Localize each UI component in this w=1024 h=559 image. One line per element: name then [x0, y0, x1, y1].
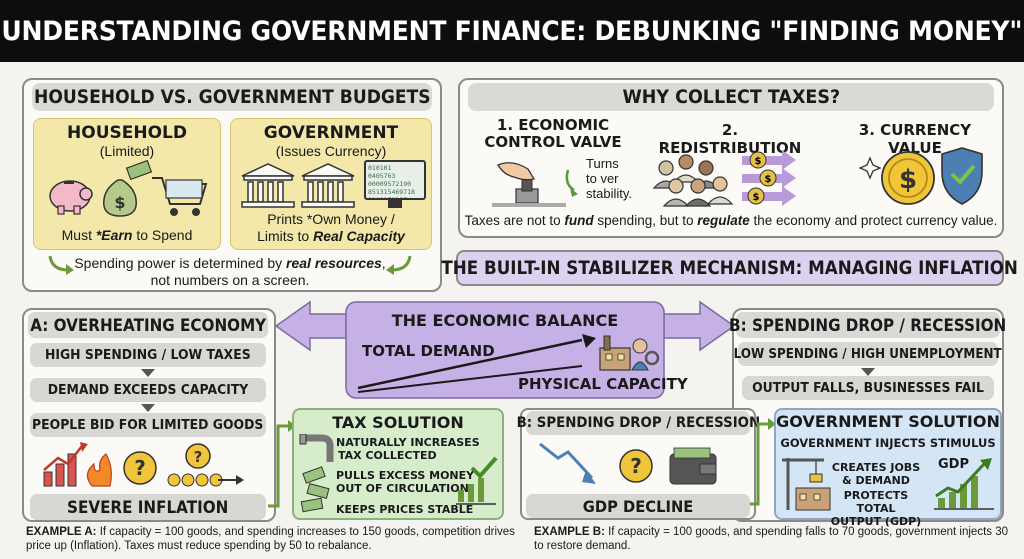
svg-text:$: $	[755, 156, 762, 167]
government-caption: Prints *Own Money / Limits to Real Capac…	[257, 211, 405, 244]
bank-buildings-icon	[241, 163, 355, 208]
gov-solution-heading: GOVERNMENT SOLUTION	[776, 412, 1000, 431]
svg-text:$: $	[114, 193, 125, 212]
household-icons: $	[49, 160, 208, 217]
pipe-money-icon	[299, 434, 334, 513]
digital-screen: 010101 0405763 00009572190 851315469718 …	[364, 160, 426, 200]
recession-step-2: OUTPUT FALLS, BUSINESSES FAIL	[742, 376, 994, 400]
overheating-step-3: PEOPLE BID FOR LIMITED GOODS	[30, 413, 266, 437]
svg-text:?: ?	[134, 456, 146, 480]
crane-factory-icon	[782, 458, 831, 511]
recession-step-1: LOW SPENDING / HIGH UNEMPLOYMENT	[734, 342, 1002, 366]
curved-arrow-left-icon	[48, 255, 74, 275]
balance-title: THE ECONOMIC BALANCE	[391, 311, 619, 330]
valve-hand-icon	[492, 162, 566, 207]
severe-inflation-result: SEVERE INFLATION	[30, 494, 266, 520]
falling-arrow-icon	[539, 442, 596, 484]
physical-capacity-label: PHYSICAL CAPACITY	[518, 375, 688, 393]
government-subtitle: (Issues Currency)	[275, 143, 387, 159]
piggy-bank-icon	[49, 180, 93, 215]
svg-text:$: $	[899, 165, 917, 195]
tax-item-redistribution: 2. REDISTRIBUTION	[658, 121, 802, 157]
svg-text:$: $	[765, 174, 772, 185]
tax-solution-item-2: PULLS EXCESS MONEY OUT OF CIRCULATION	[336, 469, 475, 495]
redistribution-arrows-icon: $ $ $	[742, 150, 796, 206]
gov-solution-item-2: PROTECTS TOTAL OUTPUT (GDP)	[830, 489, 922, 528]
stabilizer-heading: THE BUILT-IN STABILIZER MECHANISM: MANAG…	[442, 250, 1018, 286]
rising-bars-fire-icon	[43, 442, 112, 487]
green-step-arrow-icon	[750, 418, 776, 506]
example-a: EXAMPLE A: If capacity = 100 goods, and …	[26, 526, 515, 552]
gov-solution-subheading: GOVERNMENT INJECTS STIMULUS	[780, 436, 996, 450]
factory-icon	[599, 335, 660, 371]
total-demand-label: TOTAL DEMAND	[362, 342, 495, 360]
government-title: GOVERNMENT	[263, 123, 399, 143]
curved-arrow-right-icon	[386, 255, 412, 275]
household-title: HOUSEHOLD	[67, 123, 187, 143]
gov-solution-item-1: CREATES JOBS & DEMAND	[831, 461, 921, 487]
budgets-heading: HOUSEHOLD VS. GOVERNMENT BUDGETS	[32, 83, 432, 111]
down-arrow-icon	[141, 404, 155, 412]
svg-text:?: ?	[630, 454, 642, 478]
example-b: EXAMPLE B: If capacity = 100 goods, and …	[534, 526, 1009, 552]
question-coin-icon: ?	[123, 451, 157, 485]
empty-wallet-icon	[669, 447, 717, 485]
tax-solution-heading: TAX SOLUTION	[332, 413, 464, 432]
question-coin-icon: ?	[619, 449, 653, 483]
page-title: UNDERSTANDING GOVERNMENT FINANCE: DEBUNK…	[1, 15, 1023, 47]
valve-note: Turns to ver stability.	[586, 156, 632, 201]
gdp-growth-chart-icon	[934, 458, 994, 510]
tax-item-control-valve: 1. ECONOMIC CONTROL VALVE	[484, 116, 622, 151]
overheating-heading: A: OVERHEATING ECONOMY	[28, 312, 268, 338]
people-group-icon: $ $ $	[652, 150, 796, 207]
budgets-footer: Spending power is determined by real res…	[74, 255, 386, 288]
title-bar: UNDERSTANDING GOVERNMENT FINANCE: DEBUNK…	[0, 0, 1024, 62]
down-arrow-icon	[141, 369, 155, 377]
coin-shield-icon: $	[858, 147, 983, 205]
check-chart-icon	[456, 456, 498, 505]
coins-arrow-icon: ?	[167, 443, 244, 487]
taxes-heading: WHY COLLECT TAXES?	[468, 83, 994, 111]
household-subtitle: (Limited)	[99, 143, 155, 159]
recession-sub-heading: B: SPENDING DROP / RECESSION	[516, 411, 760, 435]
demand-capacity-lines	[357, 334, 596, 393]
money-bag-icon: $	[103, 160, 153, 217]
tax-solution-item-1: NATURALLY INCREASES TAX COLLECTED	[336, 436, 480, 462]
recession-heading: B: SPENDING DROP / RECESSION	[729, 312, 1007, 338]
tax-solution-item-3: KEEPS PRICES STABLE	[336, 503, 474, 516]
recession-icons: ?	[539, 442, 717, 485]
gdp-decline-result: GDP DECLINE	[526, 494, 750, 518]
green-turn-arrow-icon	[565, 169, 578, 197]
svg-text:?: ?	[194, 448, 203, 466]
taxes-footer: Taxes are not to fund spending, but to r…	[464, 213, 998, 228]
overheating-step-1: HIGH SPENDING / LOW TAXES	[30, 343, 266, 367]
svg-text:$: $	[753, 192, 760, 203]
gdp-label: GDP	[938, 457, 969, 472]
overheating-step-2: DEMAND EXCEEDS CAPACITY	[30, 378, 266, 402]
inflation-icons: ? ?	[43, 442, 244, 487]
screen-stand	[388, 200, 402, 208]
down-arrow-icon	[861, 368, 875, 376]
shopping-cart-icon	[152, 177, 208, 216]
household-caption: Must *Earn to Spend	[61, 227, 193, 243]
